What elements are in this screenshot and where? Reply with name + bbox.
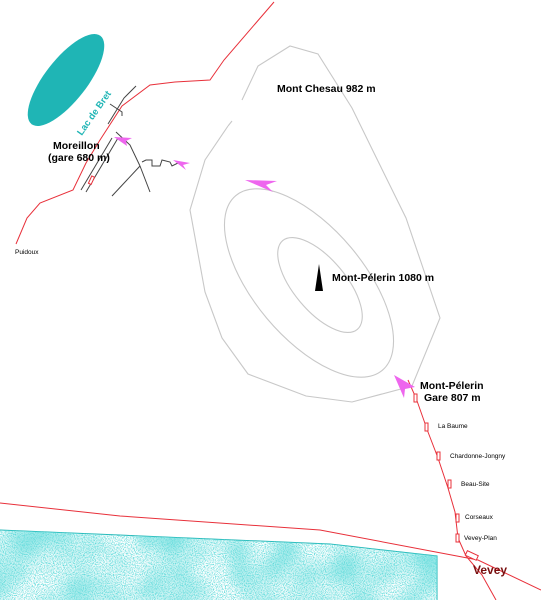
puidoux-label: Puidoux [15, 249, 39, 256]
station-label-corseaux: Corseaux [465, 514, 493, 521]
vevey-label: Vevey [473, 563, 508, 577]
station-marker-icon [424, 422, 429, 432]
station-marker-icon [436, 451, 441, 461]
moreillon-label: Moreillon [53, 140, 100, 152]
station-marker-icon [455, 533, 460, 543]
contour-inner [277, 236, 363, 334]
lake-geneva [0, 529, 438, 600]
arrowhead-icon [394, 375, 415, 398]
railway-puidoux-moreillon [15, 1, 275, 245]
contour-gap-chesau [227, 120, 233, 127]
station-label-chardonne-jongny: Chardonne-Jongny [450, 453, 506, 460]
moreillon-tracks [80, 85, 181, 197]
summit-triangle-icon [315, 264, 323, 291]
arrowhead-icon [114, 137, 132, 146]
station-marker-icon [413, 393, 418, 403]
station-marker-icon [464, 549, 479, 561]
arrowhead-icon [245, 180, 277, 192]
station-label-vevey-plan: Vevey-Plan [464, 535, 497, 542]
funicular-stations [87, 175, 479, 561]
lac-de-bret [27, 34, 105, 126]
contour-middle [223, 188, 395, 378]
mont-chesau-label: Mont Chesau 982 m [277, 83, 376, 95]
station-label-la-baume: La Baume [438, 423, 468, 430]
railway-lakeside [0, 502, 541, 591]
direction-arrows [114, 137, 415, 398]
station-marker-icon [455, 513, 460, 523]
funicular-line [407, 379, 497, 600]
mont-pelerin-altitude-label: Gare 807 m [424, 392, 481, 404]
mont-pelerin-summit-label: Mont-Pélerin 1080 m [332, 272, 435, 284]
contour-lines [189, 45, 441, 403]
station-marker-icon [87, 175, 96, 186]
contour-outer [189, 45, 441, 403]
station-label-beau-site: Beau-Site [461, 481, 490, 488]
station-marker-icon [447, 479, 452, 489]
arrowhead-icon [173, 160, 190, 170]
moreillon-gare-label: (gare 680 m) [48, 152, 110, 164]
mont-pelerin-gare-label: Mont-Pélerin [420, 380, 484, 392]
